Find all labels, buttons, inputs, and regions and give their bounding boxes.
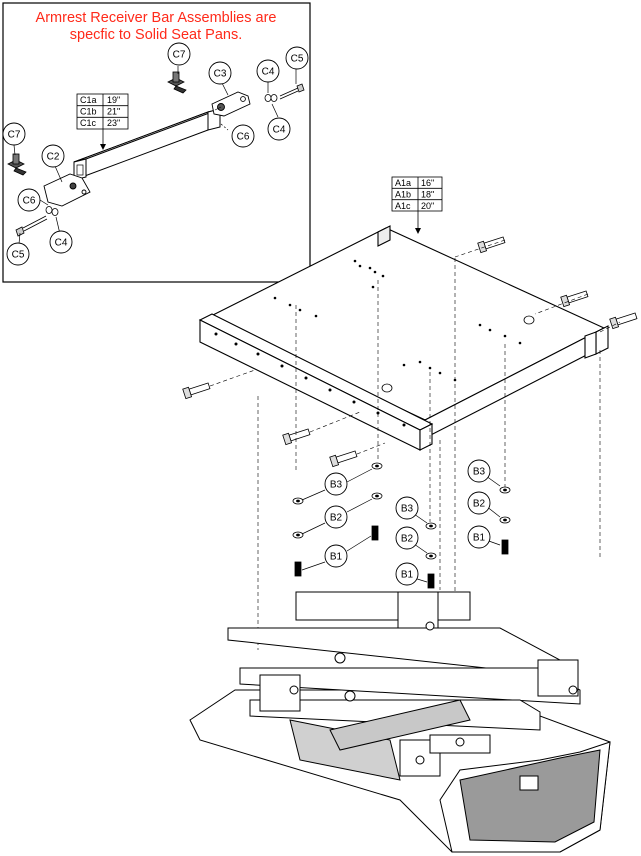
callout-c6-right: C6	[231, 124, 255, 148]
callout-b3-center: B3	[395, 496, 419, 520]
svg-text:C4: C4	[262, 67, 275, 78]
size-table-a: A1a 16" A1b 18" A1c 20"	[391, 176, 443, 234]
svg-text:B2: B2	[473, 499, 486, 510]
callout-b2-center: B2	[395, 526, 419, 550]
frame-assembly	[189, 591, 611, 853]
svg-text:C7: C7	[173, 50, 186, 61]
c3-bracket	[211, 91, 251, 117]
svg-text:B1: B1	[330, 552, 343, 563]
svg-text:C3: C3	[214, 69, 227, 80]
c7-top-part	[167, 71, 187, 94]
callout-c6-left: C6	[17, 188, 41, 212]
table-a-row1-id: A1a	[395, 178, 411, 188]
bolt-dashed-lines	[209, 239, 621, 650]
svg-text:B1: B1	[473, 533, 486, 544]
table-a-row3-size: 20"	[421, 201, 434, 211]
table-c-row2-size: 21"	[107, 107, 120, 117]
note-line-2: specfic to Solid Seat Pans.	[70, 27, 243, 43]
callout-b1-mid: B1	[324, 544, 348, 568]
callout-c3: C3	[208, 61, 232, 85]
table-a-row3-id: A1c	[395, 201, 411, 211]
size-table-c: C1a 19" C1b 21" C1c 23"	[76, 93, 129, 150]
callouts: C7 C3 C4 C5 C6 C4 C7 C2 C6 C4 C5 B3 B2 B…	[2, 42, 491, 586]
table-c-row3-size: 23"	[107, 118, 120, 128]
callout-c7-left: C7	[2, 122, 26, 146]
callout-b3-mid: B3	[324, 472, 348, 496]
callout-b1-right: B1	[467, 525, 491, 549]
callout-c4-right: C4	[267, 117, 291, 141]
table-a-row2-size: 18"	[421, 190, 434, 200]
svg-text:B2: B2	[401, 534, 414, 545]
callout-b2-mid: B2	[324, 505, 348, 529]
callout-c7-top: C7	[167, 42, 191, 66]
table-c-row1-id: C1a	[80, 95, 97, 105]
seat-pan	[198, 225, 609, 451]
note-line-1: Armrest Receiver Bar Assemblies are	[36, 10, 277, 26]
callout-c4-left: C4	[49, 230, 73, 254]
svg-text:C2: C2	[47, 152, 60, 163]
callout-c5-left: C5	[6, 242, 30, 266]
hardware-stack-center	[425, 522, 437, 589]
svg-text:B3: B3	[401, 504, 414, 515]
svg-text:C5: C5	[291, 54, 304, 65]
svg-text:C4: C4	[273, 125, 286, 136]
svg-text:C4: C4	[55, 238, 68, 249]
receiver-bar	[73, 108, 221, 181]
callout-c2: C2	[41, 144, 65, 168]
seat-bolts	[182, 236, 638, 468]
c4-c5-top-hardware	[264, 83, 305, 102]
table-c-row2-id: C1b	[80, 107, 97, 117]
c7-left-part	[7, 153, 27, 176]
c4-c5-left-hardware	[15, 206, 59, 237]
svg-text:C6: C6	[237, 132, 250, 143]
table-c-row3-id: C1c	[80, 118, 97, 128]
svg-text:C6: C6	[23, 196, 36, 207]
hardware-stack-mid	[292, 462, 383, 577]
callout-b1-center: B1	[395, 562, 419, 586]
table-c-row1-size: 19"	[107, 95, 120, 105]
svg-text:B3: B3	[330, 480, 343, 491]
svg-text:C5: C5	[12, 250, 25, 261]
svg-text:B1: B1	[401, 570, 414, 581]
callout-b2-right: B2	[467, 491, 491, 515]
svg-text:B3: B3	[473, 467, 486, 478]
svg-text:C7: C7	[8, 130, 21, 141]
callout-b3-right: B3	[467, 459, 491, 483]
svg-text:B2: B2	[330, 513, 343, 524]
c2-bracket	[43, 173, 91, 207]
callout-c5-top: C5	[285, 46, 309, 70]
table-a-row2-id: A1b	[395, 190, 411, 200]
table-a-row1-size: 16"	[421, 178, 434, 188]
hardware-stack-right	[499, 486, 511, 555]
callout-c4-top: C4	[256, 59, 280, 83]
